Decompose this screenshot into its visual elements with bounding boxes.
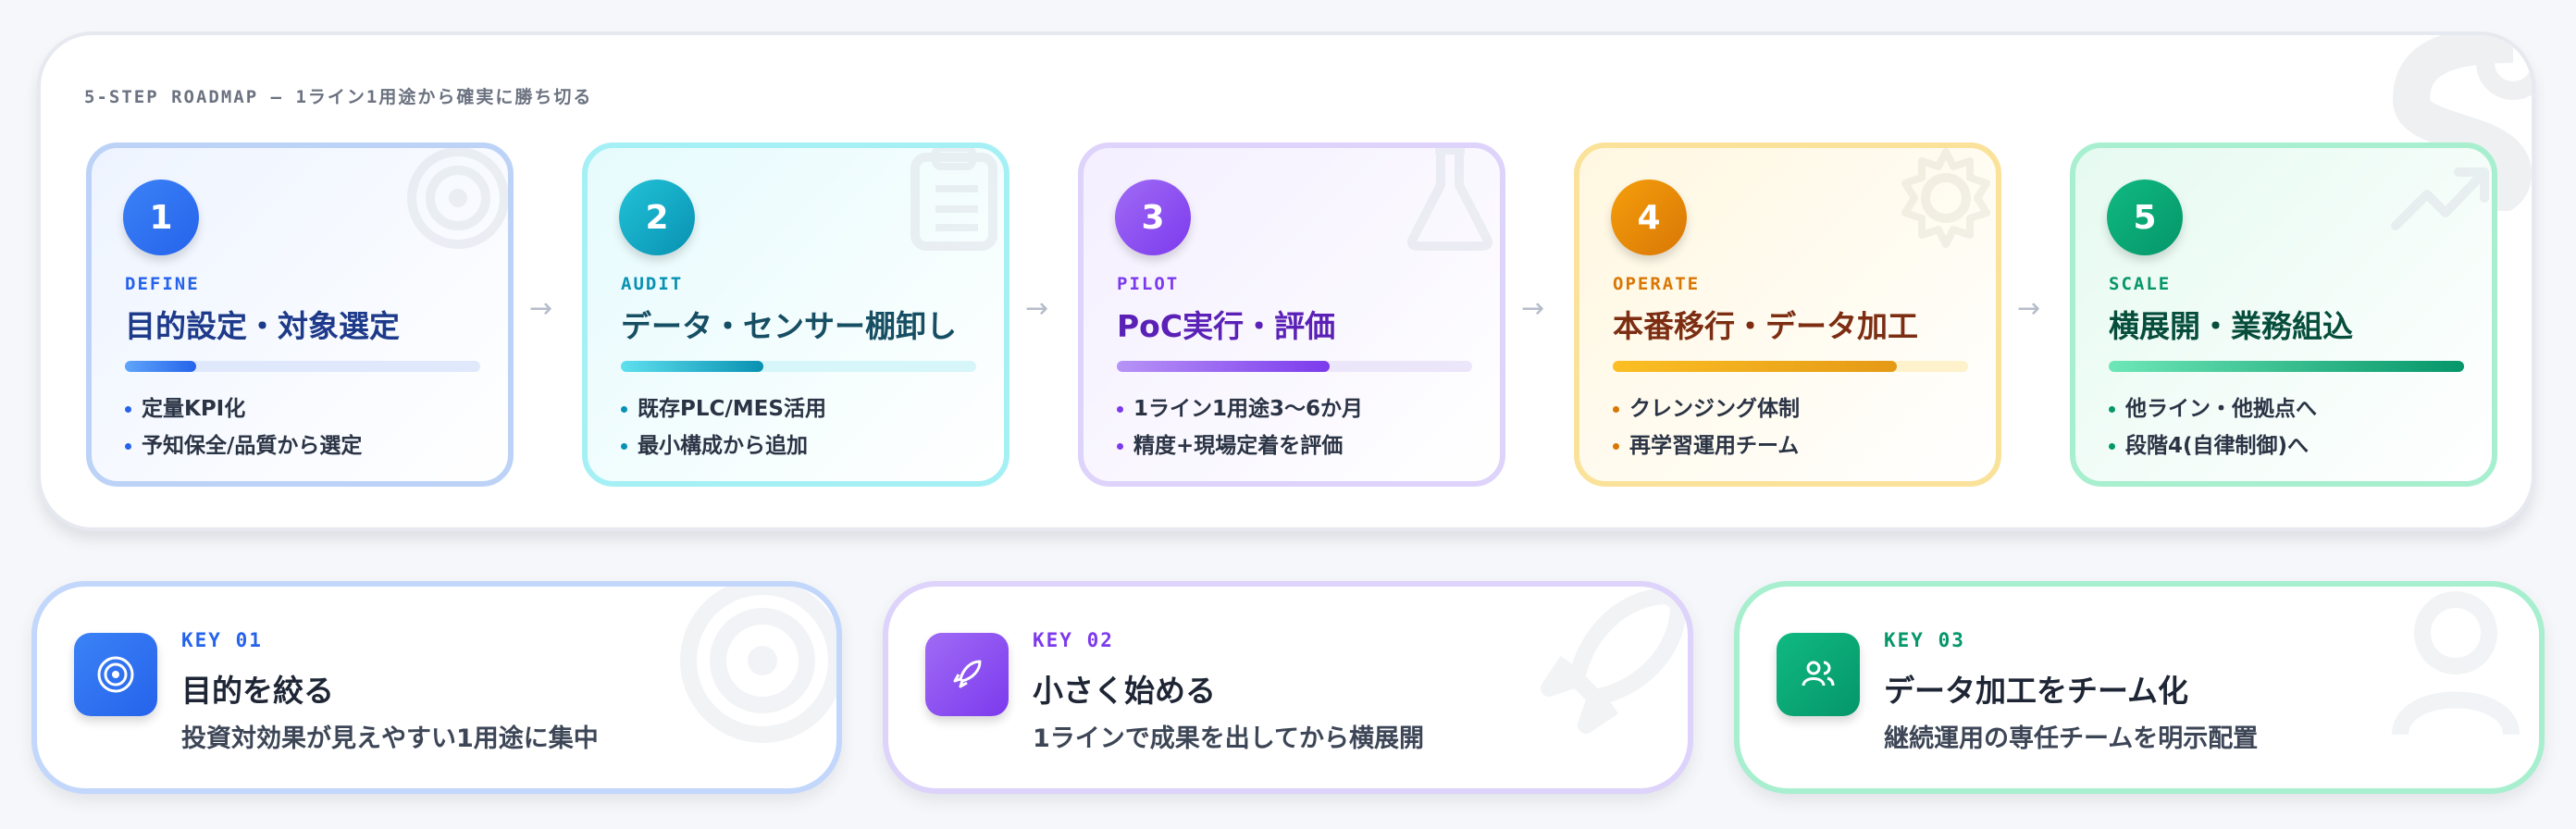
step-label: SCALE — [2109, 274, 2172, 294]
rocket-icon — [1541, 588, 1687, 734]
step-title: PoC実行・評価 — [1117, 308, 1336, 344]
step-label: DEFINE — [125, 274, 200, 294]
step-bullet: 精度+現場定着を評価 — [1117, 427, 1343, 459]
clipboard-icon — [910, 148, 997, 251]
roadmap-panel: 5-STEP ROADMAP – 1ライン1用途から確実に勝ち切る 1 DEFI… — [37, 31, 2535, 531]
flask-icon — [1406, 148, 1493, 251]
trend-up-icon — [2391, 167, 2489, 230]
key-description: 投資対効果が見えやすい1用途に集中 — [181, 724, 599, 753]
gear-icon — [1901, 148, 1990, 248]
step-progress-bar — [1613, 361, 1968, 372]
key-label: KEY 01 — [181, 629, 263, 651]
key-title: 目的を絞る — [181, 673, 334, 709]
target-icon — [74, 633, 157, 716]
step-progress-bar — [621, 361, 976, 372]
step-number: 1 — [123, 179, 199, 255]
step-title: 横展開・業務組込 — [2109, 308, 2353, 344]
key-label: KEY 02 — [1033, 629, 1114, 651]
step-label: PILOT — [1117, 274, 1180, 294]
roadmap-title: 5-STEP ROADMAP – 1ライン1用途から確実に勝ち切る — [84, 87, 593, 107]
step-bullet: 段階4(自律制御)へ — [2109, 427, 2309, 459]
step-number: 4 — [1611, 179, 1687, 255]
step-label: AUDIT — [621, 274, 684, 294]
step-progress-bar — [1117, 361, 1472, 372]
step-title: 本番移行・データ加工 — [1613, 308, 1918, 344]
step-card-define[interactable]: 1 DEFINE 目的設定・対象選定 定量KPI化 予知保全/品質から選定 — [86, 142, 514, 487]
step-bullet: クレンジング体制 — [1613, 390, 1800, 422]
step-card-pilot[interactable]: 3 PILOT PoC実行・評価 1ライン1用途3〜6か月 精度+現場定着を評価 — [1078, 142, 1505, 487]
step-progress-fill — [2109, 361, 2464, 372]
step-number: 3 — [1115, 179, 1191, 255]
step-number: 5 — [2107, 179, 2183, 255]
step-bullet: 再学習運用チーム — [1613, 427, 1799, 459]
step-bullet: 1ライン1用途3〜6か月 — [1117, 390, 1363, 422]
step-bullet: 既存PLC/MES活用 — [621, 390, 826, 422]
users-icon — [1777, 633, 1860, 716]
step-card-scale[interactable]: 5 SCALE 横展開・業務組込 他ライン・他拠点へ 段階4(自律制御)へ — [2070, 142, 2497, 487]
step-progress-bar — [125, 361, 480, 372]
users-icon — [2392, 591, 2520, 736]
step-progress-fill — [1117, 361, 1331, 372]
key-card-01[interactable]: KEY 01 目的を絞る 投資対効果が見えやすい1用途に集中 — [31, 581, 842, 794]
step-card-operate[interactable]: 4 OPERATE 本番移行・データ加工 クレンジング体制 再学習運用チーム — [1574, 142, 2001, 487]
key-title: 小さく始める — [1033, 673, 1216, 709]
step-bullet: 最小構成から追加 — [621, 427, 808, 459]
step-bullet: 定量KPI化 — [125, 390, 245, 422]
key-description: 1ラインで成果を出してから横展開 — [1033, 724, 1424, 753]
arrow-right-icon: → — [529, 292, 553, 325]
step-progress-fill — [125, 361, 196, 372]
key-card-03[interactable]: KEY 03 データ加工をチーム化 継続運用の専任チームを明示配置 — [1734, 581, 2545, 794]
rocket-icon — [925, 633, 1009, 716]
target-icon — [680, 587, 836, 743]
step-title: 目的設定・対象選定 — [125, 308, 400, 344]
key-title: データ加工をチーム化 — [1884, 673, 2189, 709]
target-icon — [407, 148, 508, 249]
step-number: 2 — [619, 179, 695, 255]
step-label: OPERATE — [1613, 274, 1701, 294]
arrow-right-icon: → — [1521, 292, 1545, 325]
step-progress-fill — [621, 361, 763, 372]
arrow-right-icon: → — [2017, 292, 2041, 325]
arrow-right-icon: → — [1025, 292, 1049, 325]
step-bullet: 予知保全/品質から選定 — [125, 427, 362, 459]
step-progress-bar — [2109, 361, 2464, 372]
step-card-audit[interactable]: 2 AUDIT データ・センサー棚卸し 既存PLC/MES活用 最小構成から追加 — [582, 142, 1009, 487]
step-progress-fill — [1613, 361, 1898, 372]
step-title: データ・センサー棚卸し — [621, 308, 957, 344]
key-label: KEY 03 — [1884, 629, 1965, 651]
key-card-02[interactable]: KEY 02 小さく始める 1ラインで成果を出してから横展開 — [883, 581, 1693, 794]
key-description: 継続運用の専任チームを明示配置 — [1884, 724, 2259, 753]
step-bullet: 他ライン・他拠点へ — [2109, 390, 2317, 422]
